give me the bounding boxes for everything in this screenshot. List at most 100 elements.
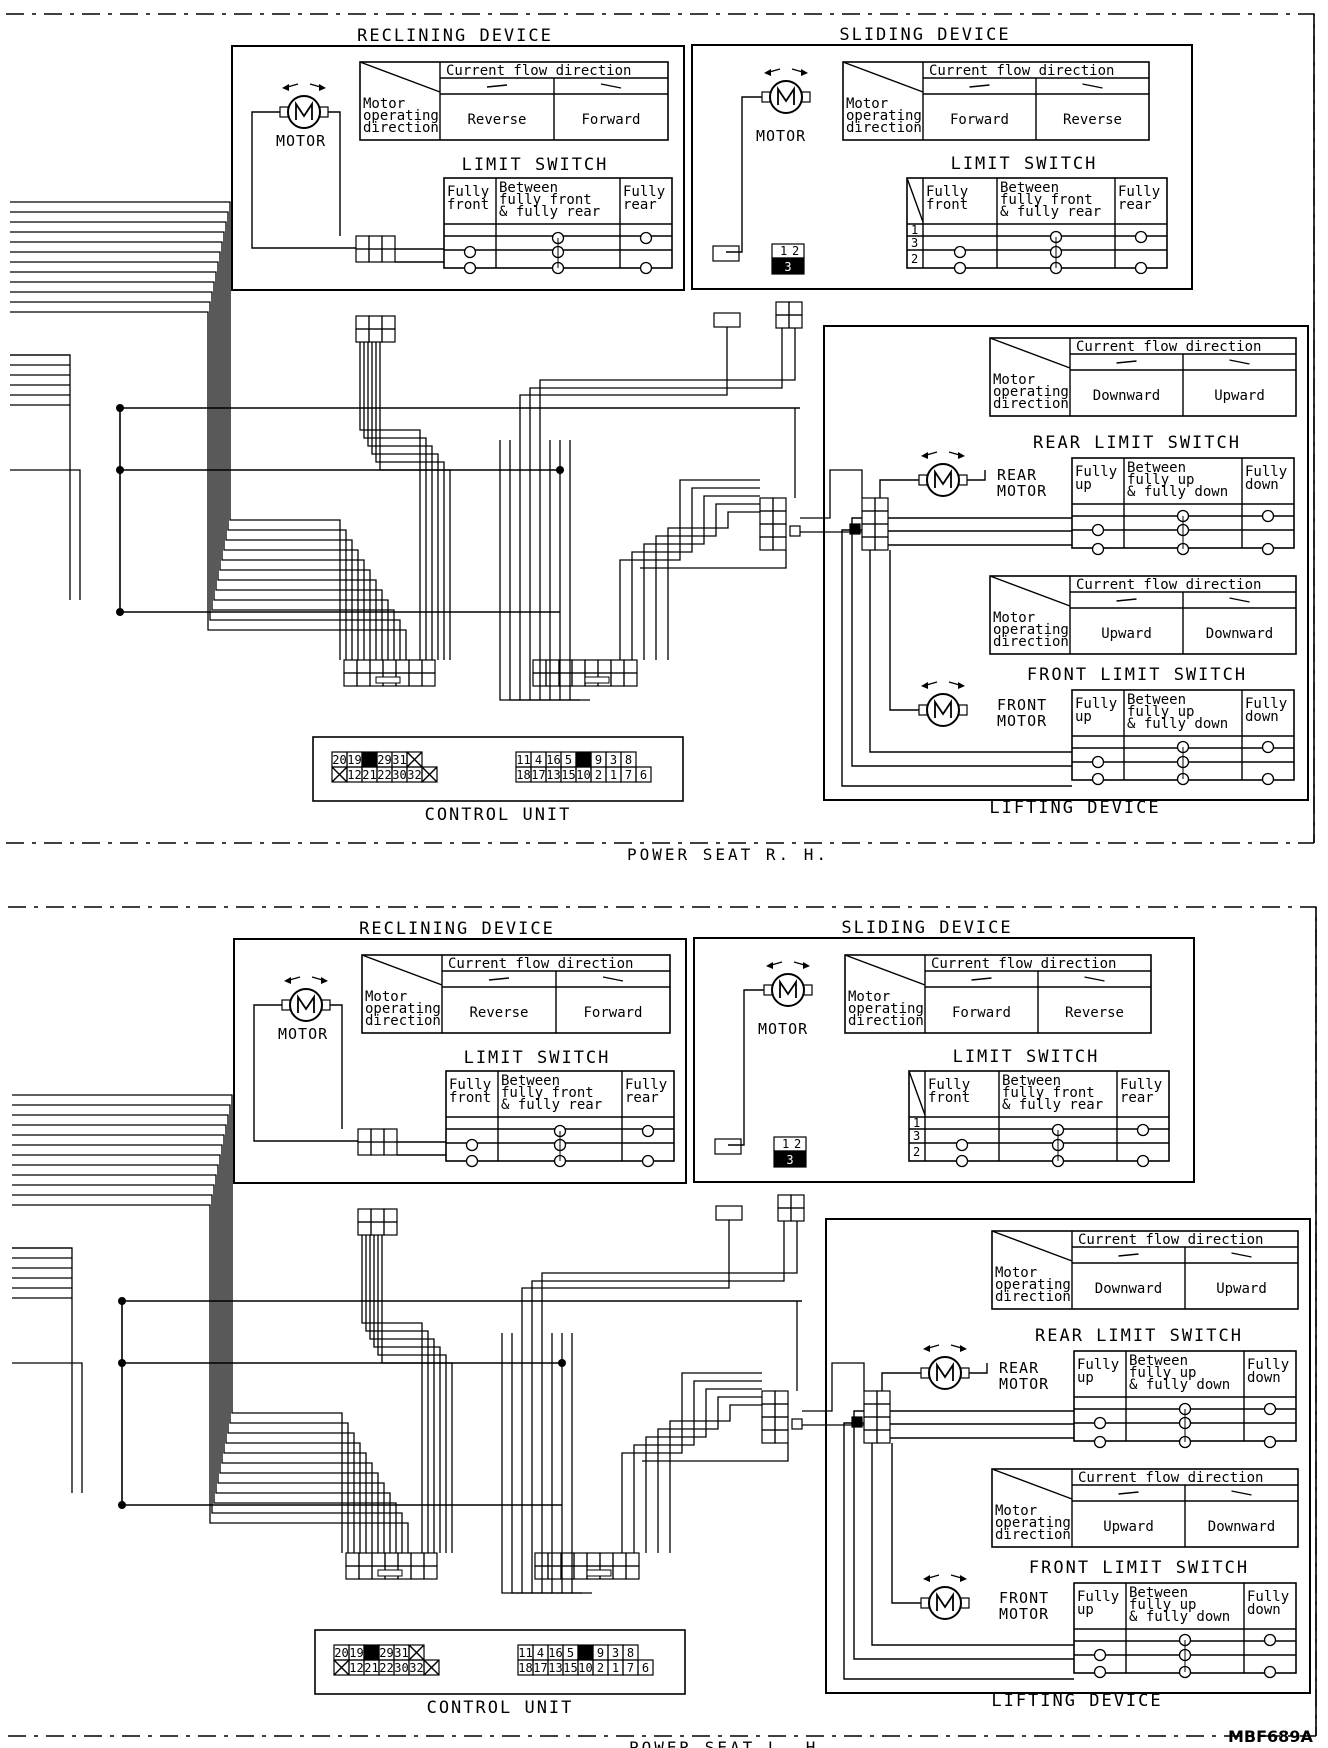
harness-wire xyxy=(800,469,863,519)
control-unit-connector-a xyxy=(343,659,358,674)
switch-contact xyxy=(1263,1665,1277,1679)
control-unit-connector-a xyxy=(410,1552,425,1567)
control-unit-connector-b xyxy=(625,1552,640,1567)
connector-key xyxy=(584,676,610,684)
sliding-connector xyxy=(712,245,740,262)
pin-number: 30 xyxy=(392,768,406,782)
limit-column-head: Fully xyxy=(1247,1357,1289,1373)
lift-connector xyxy=(876,1429,891,1444)
harness-wire xyxy=(631,487,760,660)
control-unit-connector-a xyxy=(423,1552,438,1567)
control-unit-connector-a xyxy=(358,1565,373,1580)
pin-number: 13 xyxy=(548,1661,562,1675)
lift-harness-connector xyxy=(772,536,787,551)
pin-chart xyxy=(773,1150,807,1168)
motor-terminal xyxy=(281,999,291,1011)
pin-number: 7 xyxy=(627,1661,634,1675)
limit-column-head: Fully xyxy=(1245,464,1287,480)
lift-harness-connector xyxy=(774,1429,789,1444)
lift-connector xyxy=(861,536,876,551)
reclining-connector xyxy=(357,1128,372,1143)
pin-number: 31 xyxy=(394,1646,408,1660)
harness-wire xyxy=(12,1114,355,1553)
sliding-wire xyxy=(728,989,764,1146)
front-motor-label: FRONT xyxy=(997,696,1047,714)
pin-number: 29 xyxy=(377,753,391,767)
current-flow-direction-label: Current flow direction xyxy=(1076,577,1261,593)
limit-switch-label: LIMIT SWITCH xyxy=(951,154,1098,174)
table-diagonal xyxy=(991,1230,1073,1262)
junction-dot xyxy=(118,1501,126,1509)
pin-number: 22 xyxy=(377,768,391,782)
lift-harness-connector xyxy=(761,1390,776,1405)
rear-motor-label: MOTOR xyxy=(999,1375,1049,1393)
pin-number: 1 xyxy=(780,244,787,258)
lift-connector xyxy=(874,536,889,551)
arrow-icon xyxy=(960,1575,967,1582)
limit-column-head: Fully xyxy=(623,184,665,200)
current-flow-direction-label: Current flow direction xyxy=(1078,1470,1263,1486)
switch-contact xyxy=(639,231,653,245)
harness-wire xyxy=(633,1380,762,1553)
slide-harness-connector xyxy=(775,301,790,316)
motor-terminal xyxy=(960,1597,970,1609)
harness-wire xyxy=(571,1333,592,1594)
arrow-icon xyxy=(319,84,326,91)
arrow-icon xyxy=(960,1345,967,1352)
table-diagonal xyxy=(991,1468,1073,1500)
current-flow-direction-label: Current flow direction xyxy=(1076,339,1261,355)
harness-wire xyxy=(667,511,760,660)
front-limit-switch-label: FRONT LIMIT SWITCH xyxy=(1027,665,1247,685)
junction-dot xyxy=(116,608,124,616)
pin-number: 1 xyxy=(911,223,918,237)
switch-contact xyxy=(1261,509,1275,523)
lift-connector xyxy=(861,523,876,538)
switch-contact xyxy=(465,1154,479,1168)
arrow-icon xyxy=(923,1345,930,1352)
lift-wire xyxy=(841,529,1072,787)
motor-terminal xyxy=(319,106,329,118)
pin-number: 1 xyxy=(610,768,617,782)
limit-switch-label: LIMIT SWITCH xyxy=(462,155,609,175)
control-unit-connector-b xyxy=(599,1552,614,1567)
limit-column-head: Fully xyxy=(1077,1589,1119,1605)
direction-value: Reverse xyxy=(1065,1005,1124,1021)
harness-wire xyxy=(359,342,421,660)
arrow-icon xyxy=(321,977,328,984)
pin-number: 17 xyxy=(533,1661,547,1675)
pin-number: 16 xyxy=(548,1646,562,1660)
limit-column-head: front xyxy=(928,1090,970,1106)
harness-wire xyxy=(10,271,383,660)
direction-value: Forward xyxy=(950,112,1009,128)
pin-number: 2 xyxy=(913,1145,920,1159)
arrow-right-icon xyxy=(602,976,624,982)
motor-operating-direction-label: operating xyxy=(995,1515,1071,1531)
direction-value: Downward xyxy=(1208,1519,1275,1535)
motor-operating-direction-label: direction xyxy=(995,1527,1071,1543)
slide-harness-connector xyxy=(775,314,790,329)
control-unit-connector-b xyxy=(625,1565,640,1580)
lift-harness-connector xyxy=(774,1390,789,1405)
slide-harness-connector xyxy=(788,301,803,316)
control-unit-connector-b xyxy=(612,1565,627,1580)
motor-operating-direction-label: direction xyxy=(365,1013,441,1029)
lift-connector xyxy=(861,497,876,512)
current-flow-direction-label: Current flow direction xyxy=(446,63,631,79)
reclining-wire xyxy=(328,111,341,236)
motor-terminal xyxy=(801,91,811,103)
lift-wire xyxy=(891,1443,921,1604)
motor-icon xyxy=(769,80,803,114)
reclining-connector xyxy=(383,1141,398,1156)
control-unit-connector-a xyxy=(358,1552,373,1567)
switch-contact xyxy=(955,1138,969,1152)
lifting-device-box xyxy=(823,325,1309,801)
slide-harness-connector xyxy=(777,1194,792,1209)
lift-connector xyxy=(863,1390,878,1405)
control-unit-connector-a xyxy=(371,1552,386,1567)
lift-connector xyxy=(874,497,889,512)
motor-label: MOTOR xyxy=(756,127,806,145)
reclining-device-title: RECLINING DEVICE xyxy=(357,26,553,46)
sliding-device-box xyxy=(693,937,1195,1183)
motor-terminal xyxy=(958,704,968,716)
motor-operating-direction-label: operating xyxy=(993,622,1069,638)
